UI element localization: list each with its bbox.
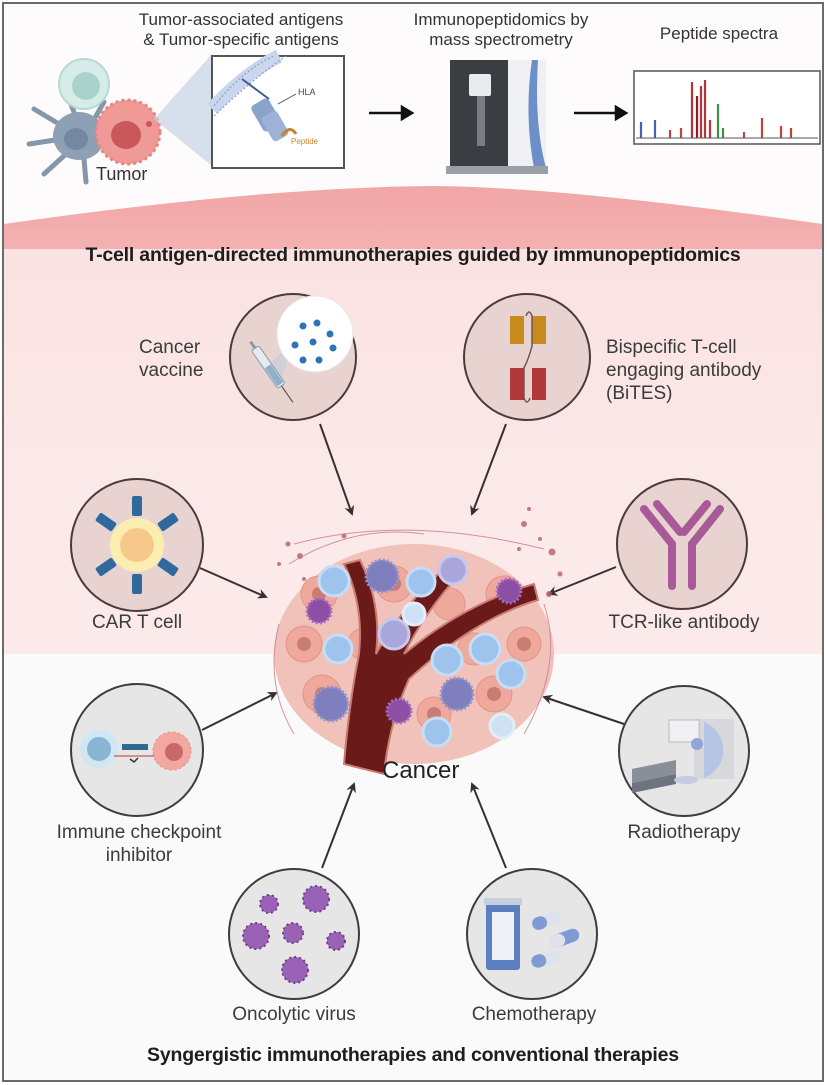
arrow-radiotherapy xyxy=(542,694,625,725)
dendritic-cell-icon xyxy=(26,89,107,185)
bites-label-line2: engaging antibody xyxy=(606,359,762,381)
bites-label-line1: Bispecific T-cell xyxy=(606,337,737,358)
peptide-spectra-label: Peptide spectra xyxy=(659,24,779,43)
tcr-like-antibody-label: TCR-like antibody xyxy=(608,612,760,633)
arrow-oncolytic xyxy=(321,782,356,869)
bites-label: Bispecific T-cell engaging antibody (BiT… xyxy=(606,337,761,405)
radiotherapy-label: Radiotherapy xyxy=(627,822,741,843)
arrow-car-t xyxy=(199,567,268,599)
flow-arrow-1 xyxy=(369,104,415,122)
oncolytic-virus-label: Oncolytic virus xyxy=(232,1004,356,1025)
arrow-checkpoint xyxy=(201,692,278,731)
tcr-like-antibody-icon xyxy=(616,478,748,610)
tumor-label: Tumor xyxy=(96,164,148,184)
cancer-vaccine-label: Cancer vaccine xyxy=(139,337,203,383)
hla-inset xyxy=(206,49,345,169)
hla-label: HLA xyxy=(298,87,316,97)
mass-spec-label-line2: mass spectrometry xyxy=(429,30,573,50)
antigens-label: Tumor-associated antigens & Tumor-specif… xyxy=(116,10,366,51)
therapy-diagram xyxy=(70,293,750,1000)
cancer-label: Cancer xyxy=(382,757,460,784)
t-cell-icon xyxy=(58,58,110,110)
oncolytic-virus-icon xyxy=(228,868,360,1000)
chemotherapy-label: Chemotherapy xyxy=(471,1004,597,1025)
antigens-label-line2: & Tumor-specific antigens xyxy=(143,30,339,50)
arrow-tcr xyxy=(547,566,617,596)
peptide-spectrum-plot xyxy=(633,70,821,145)
flow-arrow-2 xyxy=(574,104,629,122)
radiotherapy-icon xyxy=(618,685,750,817)
car-t-cell-label: CAR T cell xyxy=(91,612,183,633)
cancer-vaccine-label-line2: vaccine xyxy=(139,359,204,381)
bottom-section-title: Syngergistic immunotherapies and convent… xyxy=(147,1044,679,1066)
arrow-bites xyxy=(470,423,507,516)
top-panel-illustrations xyxy=(26,49,821,185)
zoom-cone xyxy=(154,54,212,166)
cancer-vaccine-label-line1: Cancer xyxy=(139,337,201,358)
car-t-cell-icon xyxy=(70,478,204,612)
chemotherapy-icon xyxy=(466,868,598,1000)
arrow-vaccine xyxy=(319,423,355,516)
mass-spectrometer-icon xyxy=(446,60,548,174)
immune-checkpoint-label-line2: inhibitor xyxy=(105,844,173,866)
tumor-microenvironment-icon xyxy=(273,507,563,776)
tumor-cell-icon xyxy=(94,98,162,166)
antigens-label-line1: Tumor-associated antigens xyxy=(138,10,344,29)
mass-spec-label-line1: Immunopeptidomics by xyxy=(413,10,589,29)
peptide-label: Peptide xyxy=(291,137,319,146)
bites-label-line3: (BiTES) xyxy=(606,382,673,404)
arrow-chemo xyxy=(470,782,507,869)
bites-antibody-icon xyxy=(463,293,591,421)
immune-checkpoint-icon xyxy=(70,683,204,817)
immune-checkpoint-label: Immune checkpoint inhibitor xyxy=(29,822,249,868)
immune-checkpoint-label-line1: Immune checkpoint xyxy=(56,822,222,843)
mass-spec-label: Immunopeptidomics by mass spectrometry xyxy=(396,10,606,51)
middle-section-title: T-cell antigen-directed immunotherapies … xyxy=(85,244,741,266)
cancer-vaccine-icon xyxy=(229,293,357,421)
